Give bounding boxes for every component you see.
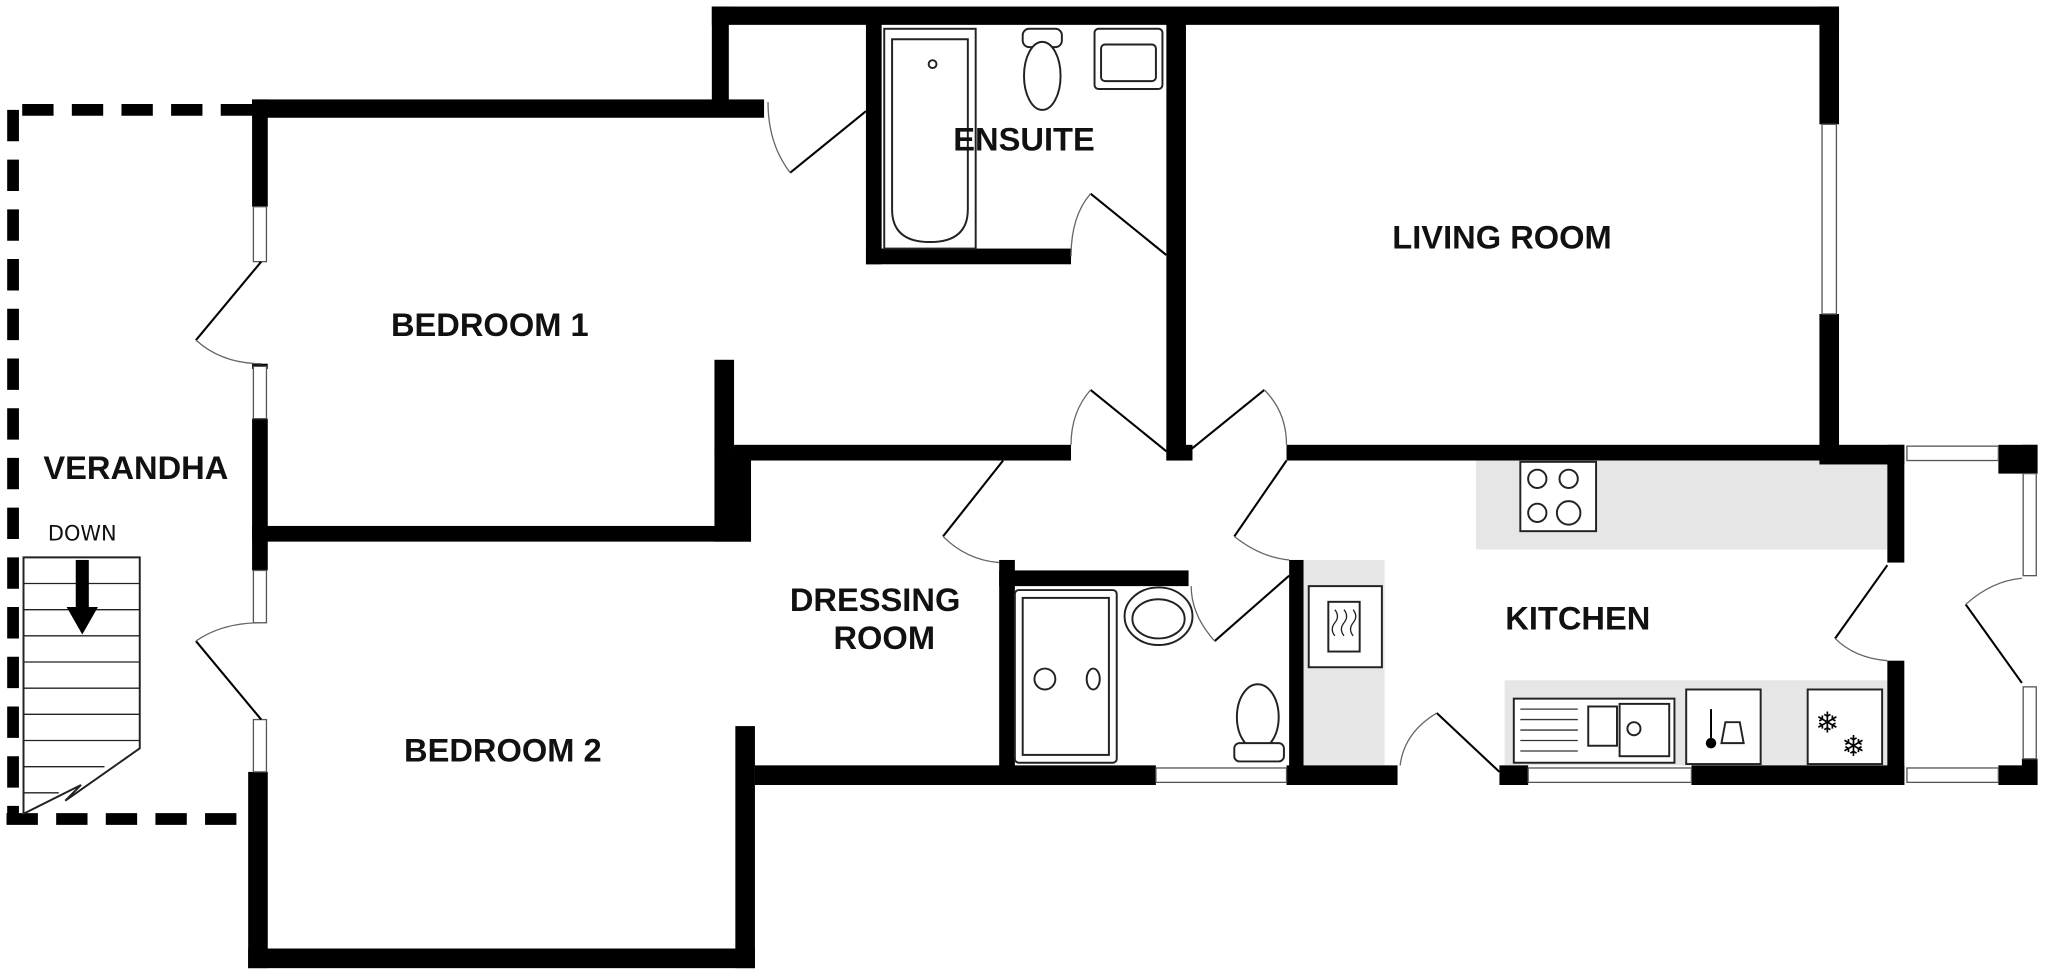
svg-text:❄: ❄ (1842, 729, 1866, 763)
ensuite-sink-icon (1093, 27, 1164, 90)
room-label-verandha: VERANDHA (43, 449, 228, 486)
svg-text:❄: ❄ (1816, 706, 1840, 740)
shower-icon (1013, 589, 1118, 764)
room-label-bedroom-1: BEDROOM 1 (391, 306, 589, 343)
freezer-icon: ❄ ❄ (1806, 688, 1884, 766)
bathtub-icon (883, 27, 977, 250)
room-label-kitchen: KITCHEN (1505, 599, 1650, 636)
kitchen-sink-icon (1512, 697, 1676, 764)
room-label-dressing-room-line1: DRESSING (790, 581, 961, 618)
toilet-icon (1021, 27, 1063, 111)
verandha-outline (6, 104, 253, 825)
washing-machine-icon (1685, 688, 1762, 766)
windows (252, 123, 2037, 784)
stairs (22, 556, 141, 816)
room-label-ensuite: ENSUITE (953, 120, 1094, 157)
room-label-living-room: LIVING ROOM (1392, 219, 1611, 256)
shower-room-sink-icon (1123, 586, 1194, 646)
walls (248, 6, 2038, 969)
doors (195, 102, 2023, 773)
room-label-dressing-room-line2: ROOM (833, 619, 935, 656)
shower-room-toilet-icon (1233, 683, 1285, 763)
stairs-down-label: DOWN (48, 521, 117, 545)
room-label-bedroom-2: BEDROOM 2 (404, 731, 602, 768)
down-arrow-icon (66, 559, 98, 635)
hob-icon (1519, 460, 1598, 533)
microwave-icon (1307, 585, 1383, 669)
